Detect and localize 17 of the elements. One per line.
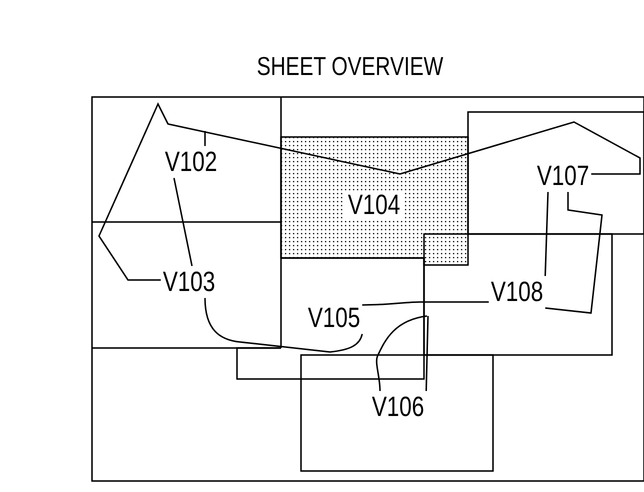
sheet-label: V105 — [308, 304, 360, 332]
diagram-title: SHEET OVERVIEW — [256, 52, 444, 80]
leader-line — [544, 192, 549, 276]
leader-line — [204, 298, 363, 353]
sheet-label: V108 — [490, 278, 544, 306]
leader-line — [362, 301, 489, 306]
leader-line — [425, 316, 429, 392]
leader-line — [204, 131, 206, 146]
leader-line — [173, 178, 193, 266]
leader-line — [376, 315, 428, 392]
leader-line — [98, 102, 641, 281]
leader-line — [545, 192, 603, 314]
sheet-label: V106 — [372, 393, 424, 421]
sheet-label: V103 — [162, 268, 216, 296]
sheet-label: V107 — [536, 162, 590, 190]
sheet-label: V102 — [164, 148, 218, 176]
sheet-label: V104 — [344, 191, 404, 219]
